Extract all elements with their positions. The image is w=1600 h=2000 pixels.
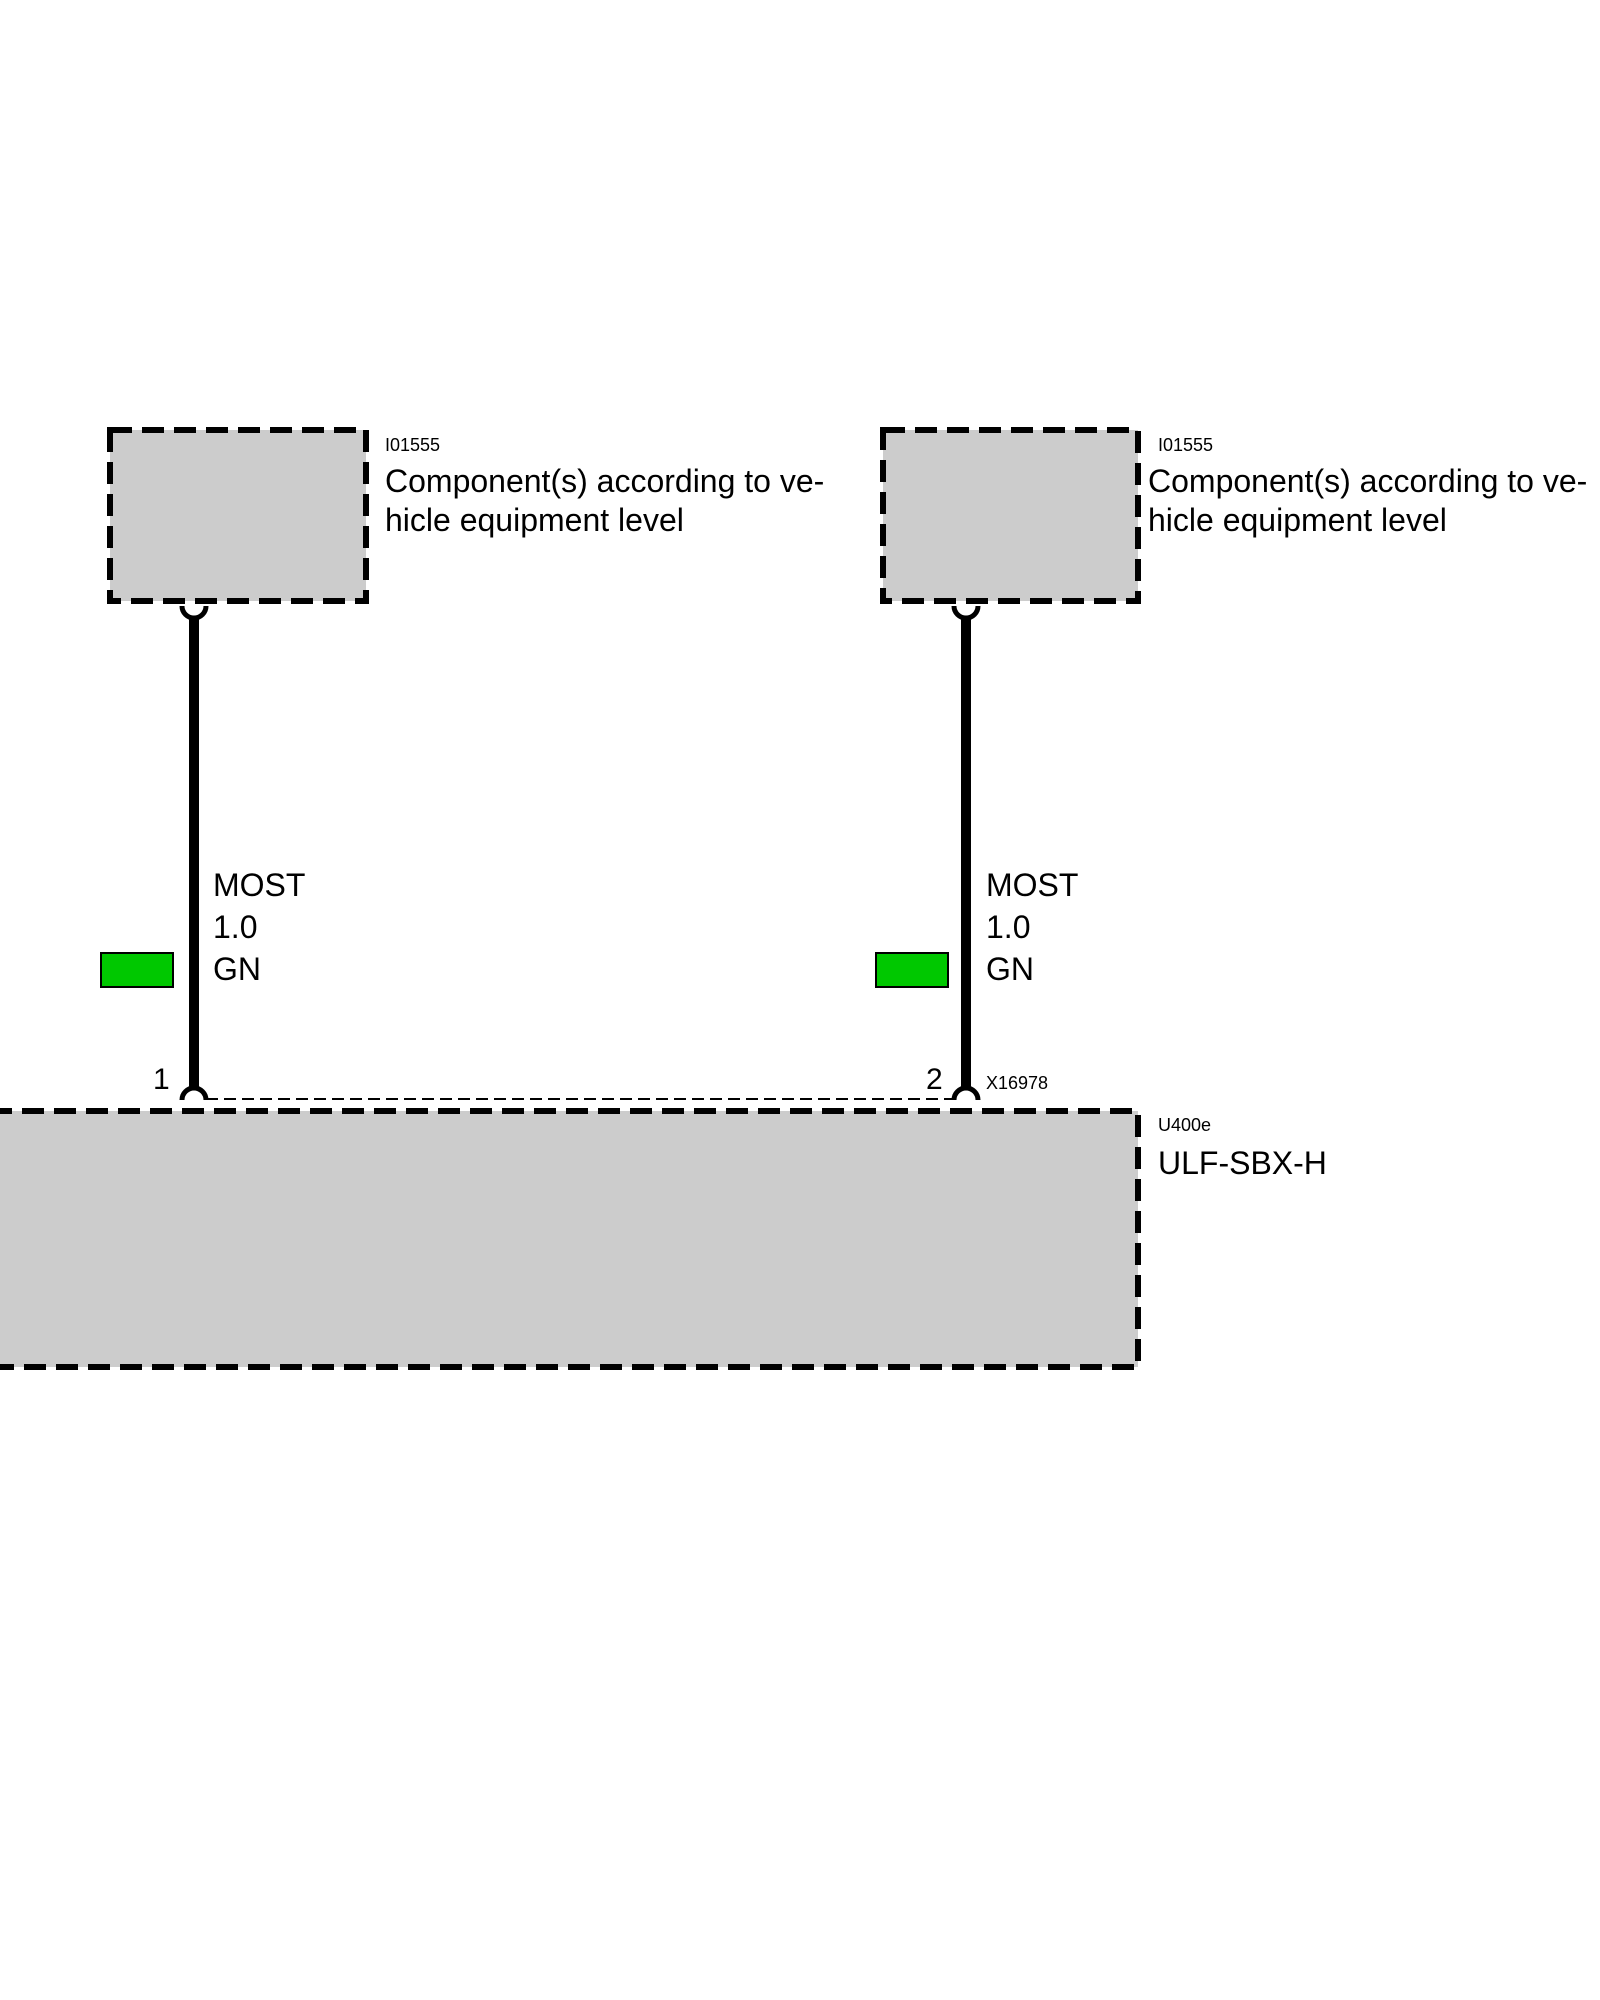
wire-right-type: MOST [986,867,1078,903]
component-left-code: I01555 [385,435,440,455]
wire-left-color-swatch [100,952,174,988]
connector-code: X16978 [986,1073,1048,1093]
component-right-desc-line1: Component(s) according to ve- [1148,463,1587,499]
connector-pin-2: 2 [926,1063,943,1096]
wire-left-top-terminal [179,605,209,621]
component-box-bottom [0,1108,1141,1370]
component-right-desc-line2: hicle equipment level [1148,502,1447,538]
component-left-desc-line1: Component(s) according to ve- [385,463,824,499]
wire-left-size: 1.0 [213,909,257,945]
wire-left-bottom-terminal [179,1085,209,1101]
wire-right-color-swatch [875,952,949,988]
wire-left-color-code: GN [213,951,261,987]
wire-right-top-terminal [951,605,981,621]
wire-left-type: MOST [213,867,305,903]
wire-right-color-code: GN [986,951,1034,987]
component-bottom-code: U400e [1158,1115,1211,1135]
component-left-desc-line2: hicle equipment level [385,502,684,538]
component-bottom-name: ULF-SBX-H [1158,1145,1327,1181]
component-box-right [880,427,1141,604]
wire-right-bottom-terminal [951,1085,981,1101]
component-box-left [107,427,369,604]
wire-right-size: 1.0 [986,909,1030,945]
component-right-code: I01555 [1158,435,1213,455]
connector-pin-1: 1 [153,1063,170,1096]
